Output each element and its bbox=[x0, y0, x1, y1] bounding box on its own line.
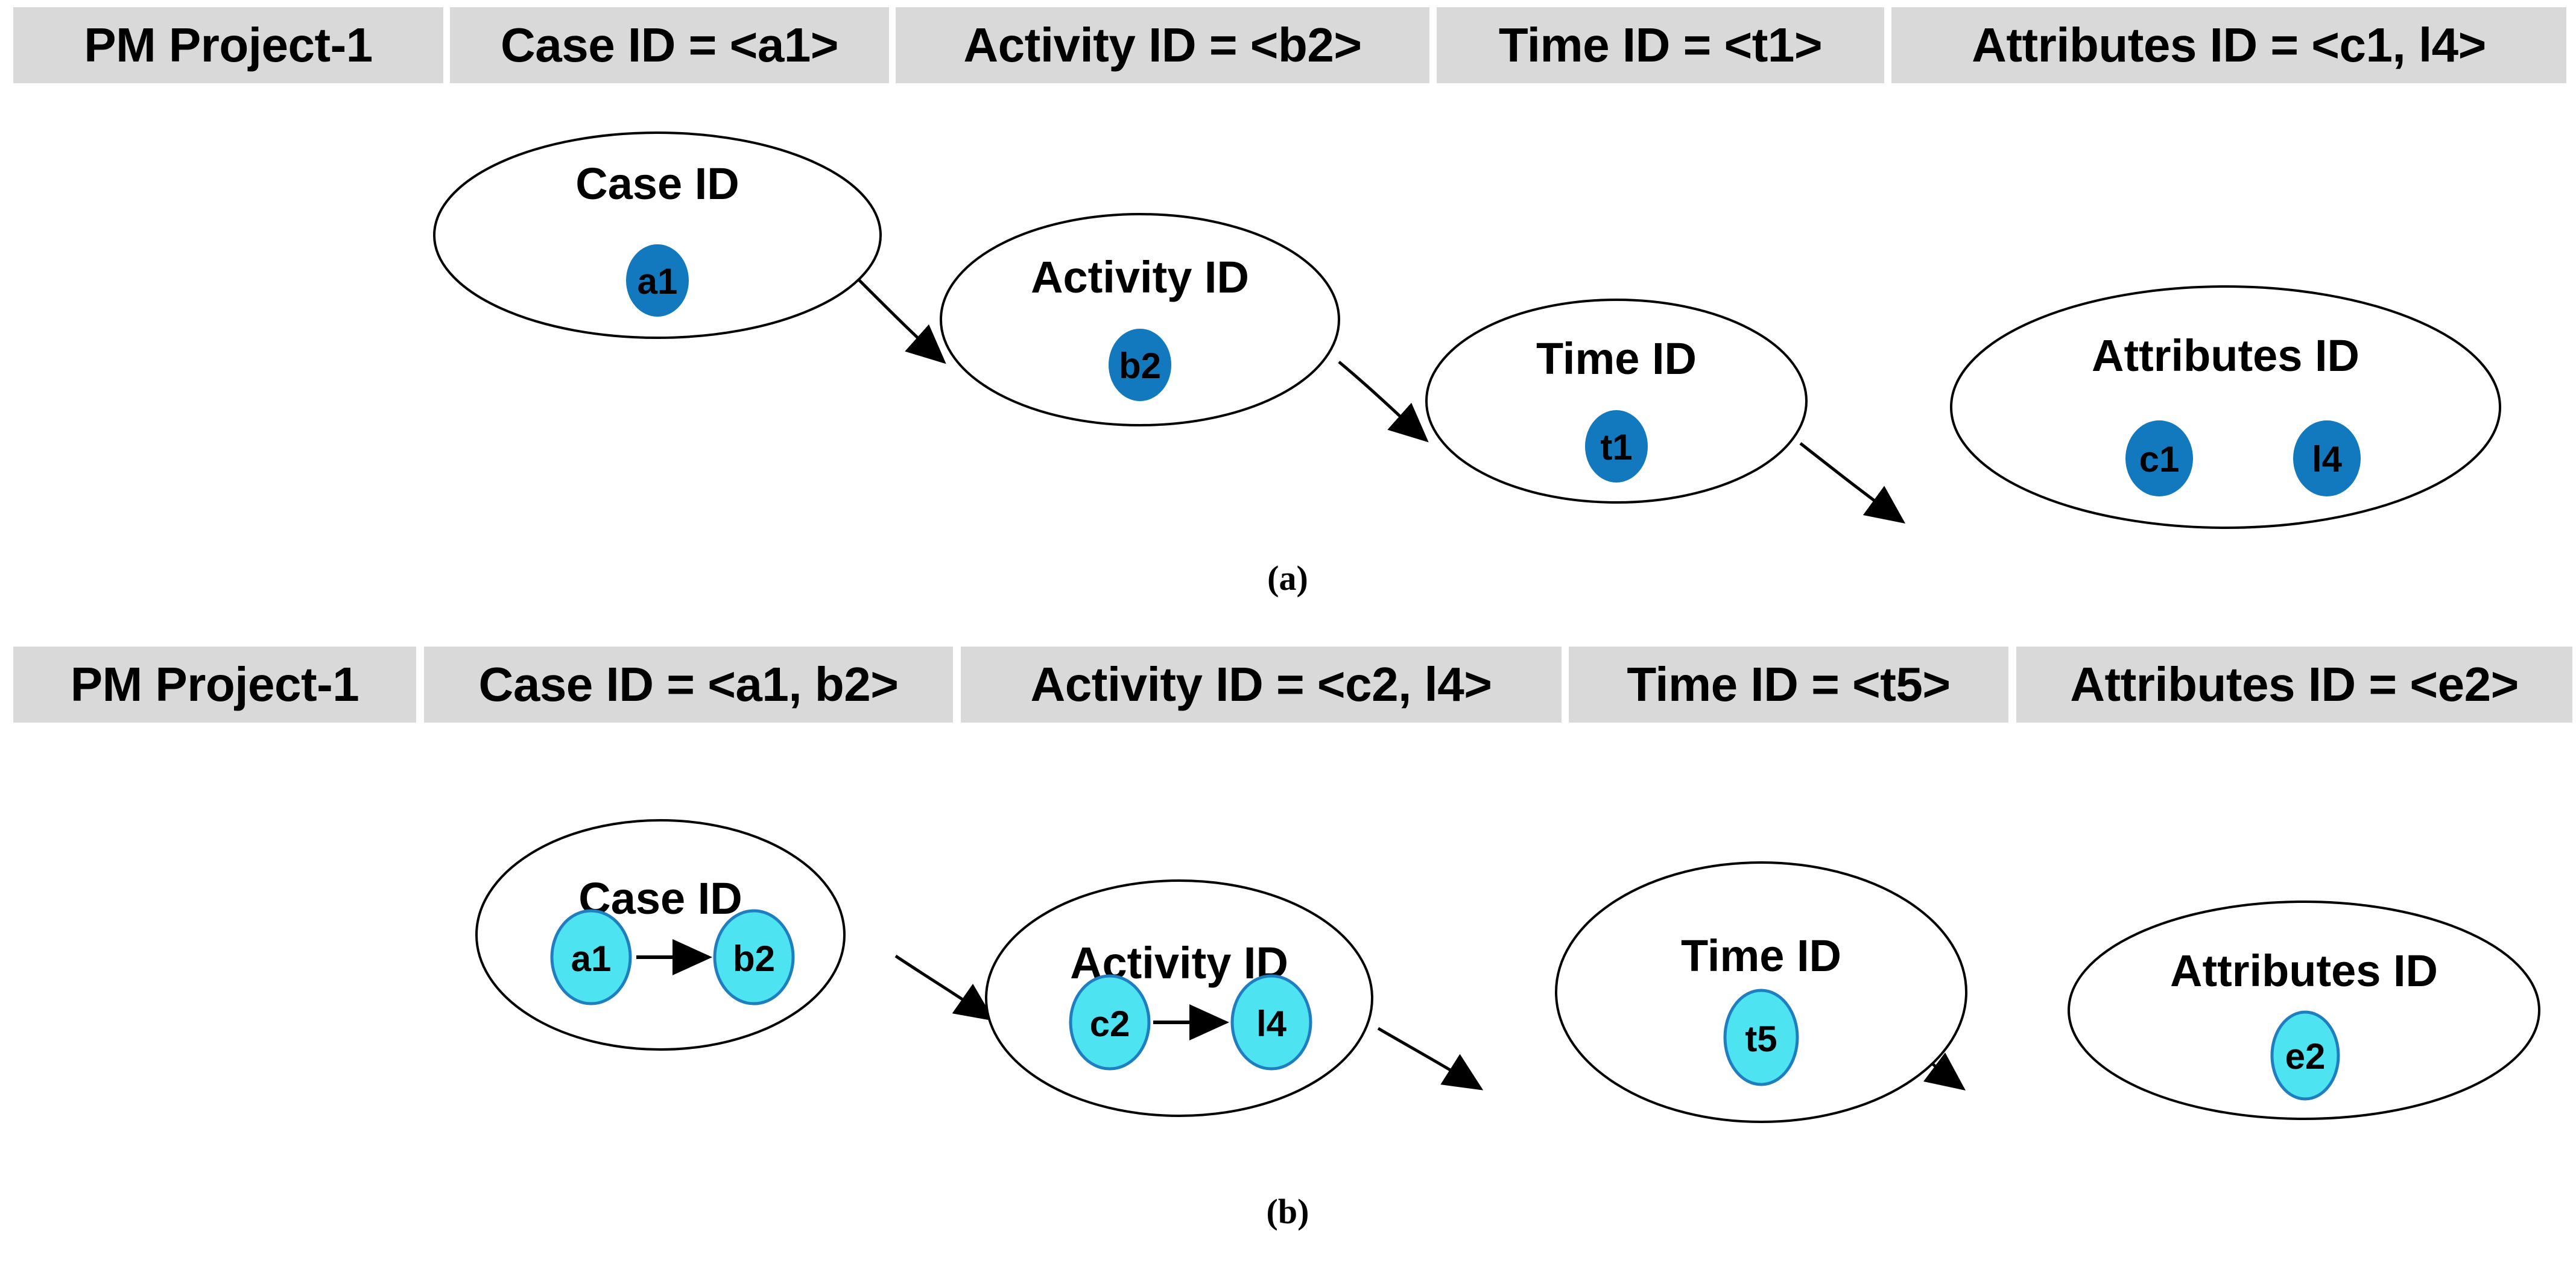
panel-a-header-cell-1: Case ID = <a1> bbox=[450, 7, 889, 83]
panel-a-node-case-id: Case ID a1 bbox=[433, 131, 882, 339]
panel-a-header-cell-4: Attributes ID = <c1, l4> bbox=[1891, 7, 2566, 83]
panel-a-node-title-1: Activity ID bbox=[1031, 252, 1249, 302]
panel-a-item-label-2-0: t1 bbox=[1600, 427, 1632, 467]
panel-b-header-cell-4: Attributes ID = <e2> bbox=[2016, 647, 2572, 723]
panel-a-header-label-4: Attributes ID = <c1, l4> bbox=[1972, 18, 2486, 72]
panel-b-header-cell-3: Time ID = <t5> bbox=[1569, 647, 2008, 723]
panel-b-header-cell-2: Activity ID = <c2, l4> bbox=[961, 647, 1562, 723]
panel-b-header-label-0: PM Project-1 bbox=[70, 657, 359, 711]
panel-b-node-time-id: Time ID t5 bbox=[1555, 861, 1967, 1123]
panel-a-item-c1: c1 bbox=[2125, 420, 2193, 496]
panel-a-header-label-2: Activity ID = <b2> bbox=[963, 18, 1362, 72]
panel-a-node-title-0: Case ID bbox=[575, 159, 739, 209]
panel-b-header-cell-0: PM Project-1 bbox=[13, 647, 416, 723]
panel-b-header-label-3: Time ID = <t5> bbox=[1627, 657, 1951, 711]
panel-b-node-attributes-id: Attributes ID e2 bbox=[2068, 901, 2540, 1120]
panel-a-edge-case-to-activity bbox=[855, 276, 946, 364]
panel-a-caption: (a) bbox=[1267, 559, 1308, 598]
panel-a-edge-time-to-attributes bbox=[1799, 442, 1906, 524]
panel-b-item-label-2-0: t5 bbox=[1745, 1019, 1777, 1059]
panel-b-header-row: PM Project-1 Case ID = <a1, b2> Activity… bbox=[0, 647, 2576, 723]
panel-a-item-label-3-1: l4 bbox=[2312, 439, 2343, 480]
panel-a-node-attributes-id: Attributes ID c1 l4 bbox=[1950, 285, 2501, 529]
panel-b-header-label-2: Activity ID = <c2, l4> bbox=[1030, 657, 1492, 711]
panel-a-header-cell-0: PM Project-1 bbox=[13, 7, 443, 83]
panel-a-header-cell-2: Activity ID = <b2> bbox=[896, 7, 1429, 83]
panel-b-item-label-0-0: a1 bbox=[571, 939, 612, 979]
panel-a-item-t1: t1 bbox=[1585, 410, 1648, 483]
panel-a-item-label-0-0: a1 bbox=[638, 261, 678, 302]
panel-a-item-label-1-0: b2 bbox=[1119, 346, 1161, 386]
panel-b-item-a1: a1 bbox=[550, 909, 632, 1005]
panel-a-node-title-3: Attributes ID bbox=[2092, 331, 2359, 381]
panel-b-item-e2: e2 bbox=[2270, 1010, 2340, 1101]
panel-b-diagram: Case ID a1 b2 Activity ID c2 l4 bbox=[475, 819, 2540, 1123]
panel-b-node-case-id: Case ID a1 b2 bbox=[475, 819, 846, 1051]
panel-b-item-label-1-0: c2 bbox=[1090, 1004, 1130, 1044]
panel-a-item-b2: b2 bbox=[1109, 329, 1171, 401]
panel-b-header-cell-1: Case ID = <a1, b2> bbox=[424, 647, 953, 723]
panel-b-item-label-3-0: e2 bbox=[2285, 1036, 2326, 1077]
panel-b-node-title-3: Attributes ID bbox=[2170, 946, 2438, 996]
panel-a-node-title-2: Time ID bbox=[1536, 334, 1697, 384]
panel-b-node-title-2: Time ID bbox=[1681, 931, 1841, 981]
panel-b-item-label-1-1: l4 bbox=[1256, 1004, 1287, 1044]
panel-b-node-activity-id: Activity ID c2 l4 bbox=[985, 879, 1373, 1117]
panel-b-header-label-1: Case ID = <a1, b2> bbox=[478, 657, 899, 711]
panel-b-item-l4: l4 bbox=[1230, 974, 1312, 1071]
panel-a-header-label-0: PM Project-1 bbox=[84, 18, 373, 72]
panel-b-header-label-4: Attributes ID = <e2> bbox=[2070, 657, 2519, 711]
panel-b-item-b2: b2 bbox=[713, 909, 795, 1005]
panel-a-header-row: PM Project-1 Case ID = <a1> Activity ID … bbox=[0, 7, 2576, 83]
panel-b-item-label-0-1: b2 bbox=[733, 939, 775, 979]
panel-a-header-cell-3: Time ID = <t1> bbox=[1437, 7, 1884, 83]
panel-b-item-c2: c2 bbox=[1069, 974, 1151, 1071]
panel-b-caption: (b) bbox=[1266, 1192, 1309, 1231]
panel-a-item-l4: l4 bbox=[2293, 420, 2361, 496]
panel-b-edge-activity-to-time bbox=[1377, 1027, 1484, 1090]
panel-b-edge-case-to-activity bbox=[894, 954, 995, 1021]
panel-a-node-time-id: Time ID t1 bbox=[1425, 299, 1808, 504]
panel-a-diagram: Case ID a1 Activity ID b2 Time ID t1 bbox=[433, 131, 2501, 529]
panel-a-header-label-3: Time ID = <t1> bbox=[1498, 18, 1823, 72]
panel-a-edge-activity-to-time bbox=[1338, 361, 1429, 443]
panel-a-node-activity-id: Activity ID b2 bbox=[940, 213, 1340, 426]
panel-a-header-label-1: Case ID = <a1> bbox=[500, 18, 839, 72]
panel-a-item-label-3-0: c1 bbox=[2139, 439, 2180, 480]
panel-a-item-a1: a1 bbox=[626, 244, 689, 317]
panel-b-item-t5: t5 bbox=[1723, 989, 1799, 1086]
